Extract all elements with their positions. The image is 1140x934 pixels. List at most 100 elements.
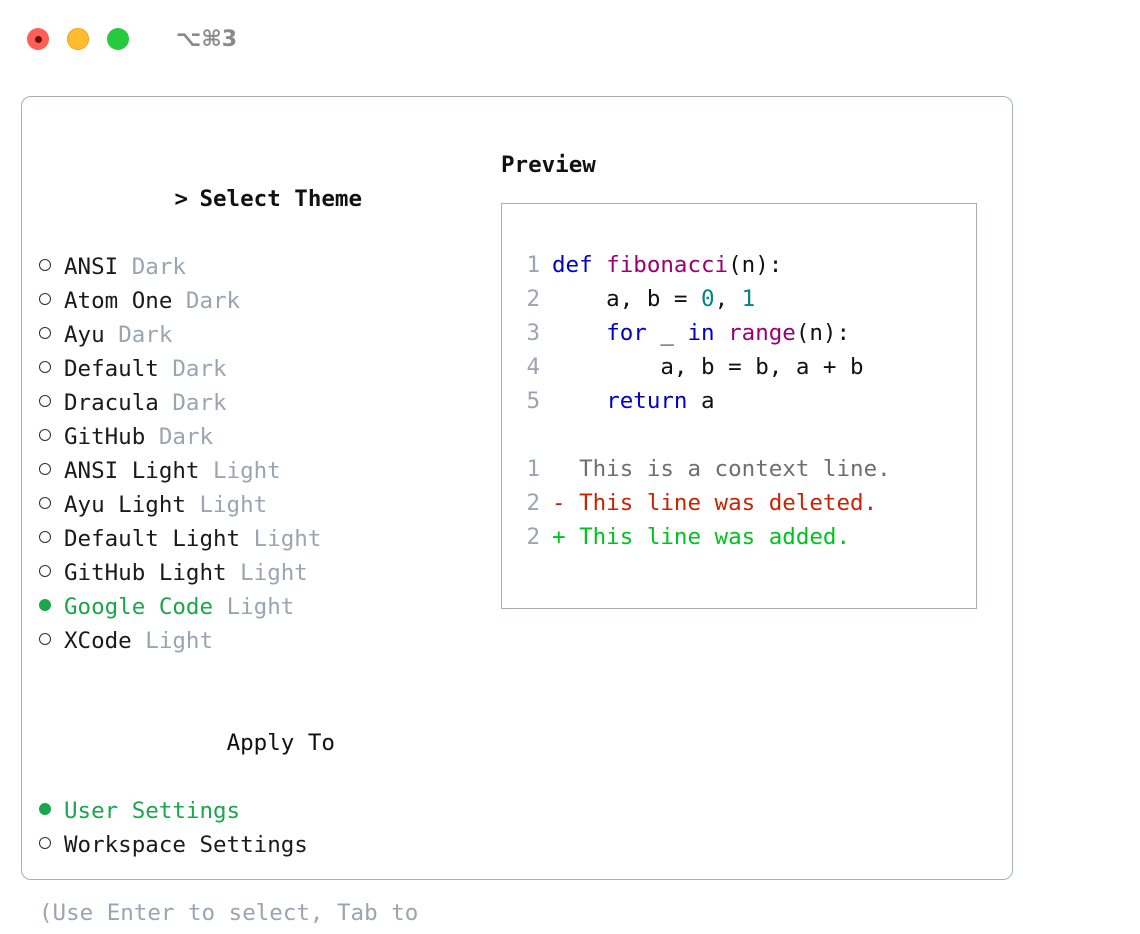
theme-option-xcode[interactable]: XCode Light [39,624,479,658]
code-line: 2 a, b = 0, 1 [518,282,968,316]
apply-to-heading-label: Apply To [226,730,335,756]
caret-icon: > [174,186,189,212]
theme-option-label: ANSI [64,254,119,280]
maximize-window-button[interactable] [107,28,129,50]
label-spacer [240,522,254,556]
theme-option-label: Atom One [64,288,173,314]
code-line-number: 1 [526,252,540,278]
theme-variant-tag: Light [199,492,268,518]
code-line: 3 for _ in range(n): [518,316,968,350]
label-spacer [213,590,227,624]
code-token: (n): [795,320,851,346]
label-spacer [118,250,132,284]
label-spacer [199,454,213,488]
theme-variant-tag: Light [240,560,308,586]
diff-line-content: - This line was deleted. [552,486,877,520]
diff-line-content: This is a context line. [552,452,891,486]
code-diff-spacer [518,418,968,452]
apply-to-option-workspace-settings[interactable]: Workspace Settings [39,828,479,862]
theme-variant-tag: Dark [158,424,214,450]
theme-variant-tag: Dark [118,322,173,348]
code-line-number: 4 [526,354,540,380]
theme-option-dracula[interactable]: Dracula Dark [39,386,479,420]
code-token [715,320,729,346]
theme-option-github[interactable]: GitHub Dark [39,420,479,454]
diff-text: This line was deleted. [579,490,878,516]
theme-option-ayu-light[interactable]: Ayu Light Light [39,488,479,522]
code-token: in [687,320,715,346]
theme-variant-tag: Light [145,628,214,654]
code-line: 5 return a [518,384,968,418]
diff-line-number: 1 [526,456,540,482]
theme-option-default[interactable]: Default Dark [39,352,479,386]
window-shortcut-label: ⌥⌘3 [176,26,238,52]
diff-line-ctx: 1 This is a context line. [518,452,968,486]
label-spacer [105,318,119,352]
diff-line-number: 2 [526,524,540,550]
theme-option-label: Google Code [64,594,214,620]
apply-to-option-user-settings[interactable]: User Settings [39,794,479,828]
diff-line-content: + This line was added. [552,520,850,554]
traffic-light-group [27,28,129,50]
code-token: return [606,388,688,414]
theme-option-ansi-light[interactable]: ANSI Light Light [39,454,479,488]
apply-to-option-label: User Settings [64,798,241,824]
code-line-content: return a [552,384,715,418]
theme-option-ansi[interactable]: ANSI Dark [39,250,479,284]
theme-option-github-light[interactable]: GitHub Light Light [39,556,479,590]
code-line-content: a, b = 0, 1 [552,282,755,316]
apply-to-option-label: Workspace Settings [64,832,308,858]
label-spacer [159,352,173,386]
title-bar: ⌥⌘3 [0,0,1140,78]
theme-option-default-light[interactable]: Default Light Light [39,522,479,556]
theme-variant-tag: Light [253,526,322,552]
code-token: 0 [701,286,715,312]
code-line-content: for _ in range(n): [552,316,850,350]
code-token: def [552,252,593,278]
select-theme-heading-label: Select Theme [199,186,363,212]
diff-line-add: 2 + This line was added. [518,520,968,554]
code-token [552,388,606,414]
label-spacer [172,284,186,318]
code-token: _ [646,320,688,346]
theme-option-label: GitHub Light [64,560,227,586]
code-token: a [687,388,715,414]
diff-sign: - [552,490,566,516]
code-token: , [714,286,742,312]
preview-heading: Preview [501,152,596,178]
diff-sign [552,456,566,482]
diff-line-del: 2- This line was deleted. [518,486,968,520]
theme-option-atom-one[interactable]: Atom One Dark [39,284,479,318]
diff-text: This line was added. [579,524,851,550]
close-window-button[interactable] [27,28,49,50]
theme-option-google-code[interactable]: Google Code Light [39,590,479,624]
theme-option-label: Ayu Light [64,492,186,518]
code-line: 4 a, b = b, a + b [518,350,968,384]
code-token: for [606,320,647,346]
minimize-window-button[interactable] [67,28,89,50]
label-spacer [159,386,173,420]
select-theme-heading: > Select Theme [39,148,479,250]
code-token: range [728,320,796,346]
apply-to-heading: Apply To [39,692,479,794]
keyboard-hint-text: (Use Enter to select, Tab to change focu… [39,900,419,926]
theme-variant-tag: Dark [172,356,227,382]
label-spacer [186,488,200,522]
code-line-number: 5 [526,388,540,414]
code-token [593,252,607,278]
theme-option-ayu[interactable]: Ayu Dark [39,318,479,352]
theme-variant-tag: Light [213,458,281,484]
code-token: fibonacci [606,252,729,278]
theme-option-label: GitHub [64,424,146,450]
